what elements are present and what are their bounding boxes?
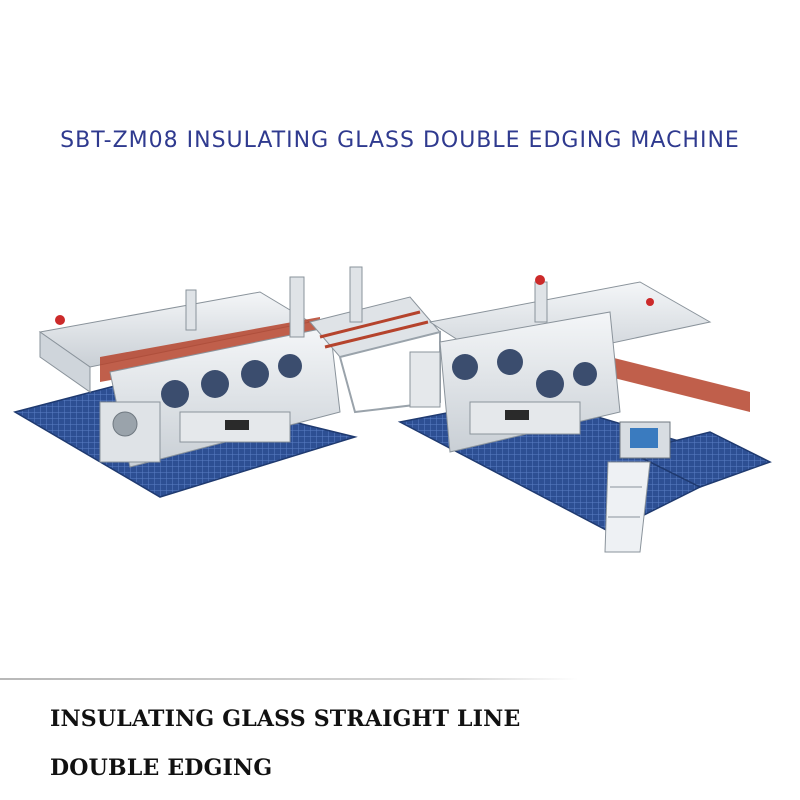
right-motors: [452, 349, 597, 435]
divider-line: [0, 678, 578, 680]
control-panel: [604, 421, 671, 553]
product-title: SBT-ZM08 INSULATING GLASS DOUBLE EDGING …: [60, 128, 740, 153]
caption-line-1: INSULATING GLASS STRAIGHT LINE: [50, 706, 521, 732]
left-machine-frame: [38, 291, 341, 468]
caption-line-2: DOUBLE EDGING: [50, 755, 273, 781]
left-towers: [55, 276, 305, 338]
center-transfer-table: [309, 266, 441, 414]
right-towers: [534, 275, 654, 323]
machine-illustration: [13, 266, 772, 553]
left-motors: [161, 354, 302, 443]
